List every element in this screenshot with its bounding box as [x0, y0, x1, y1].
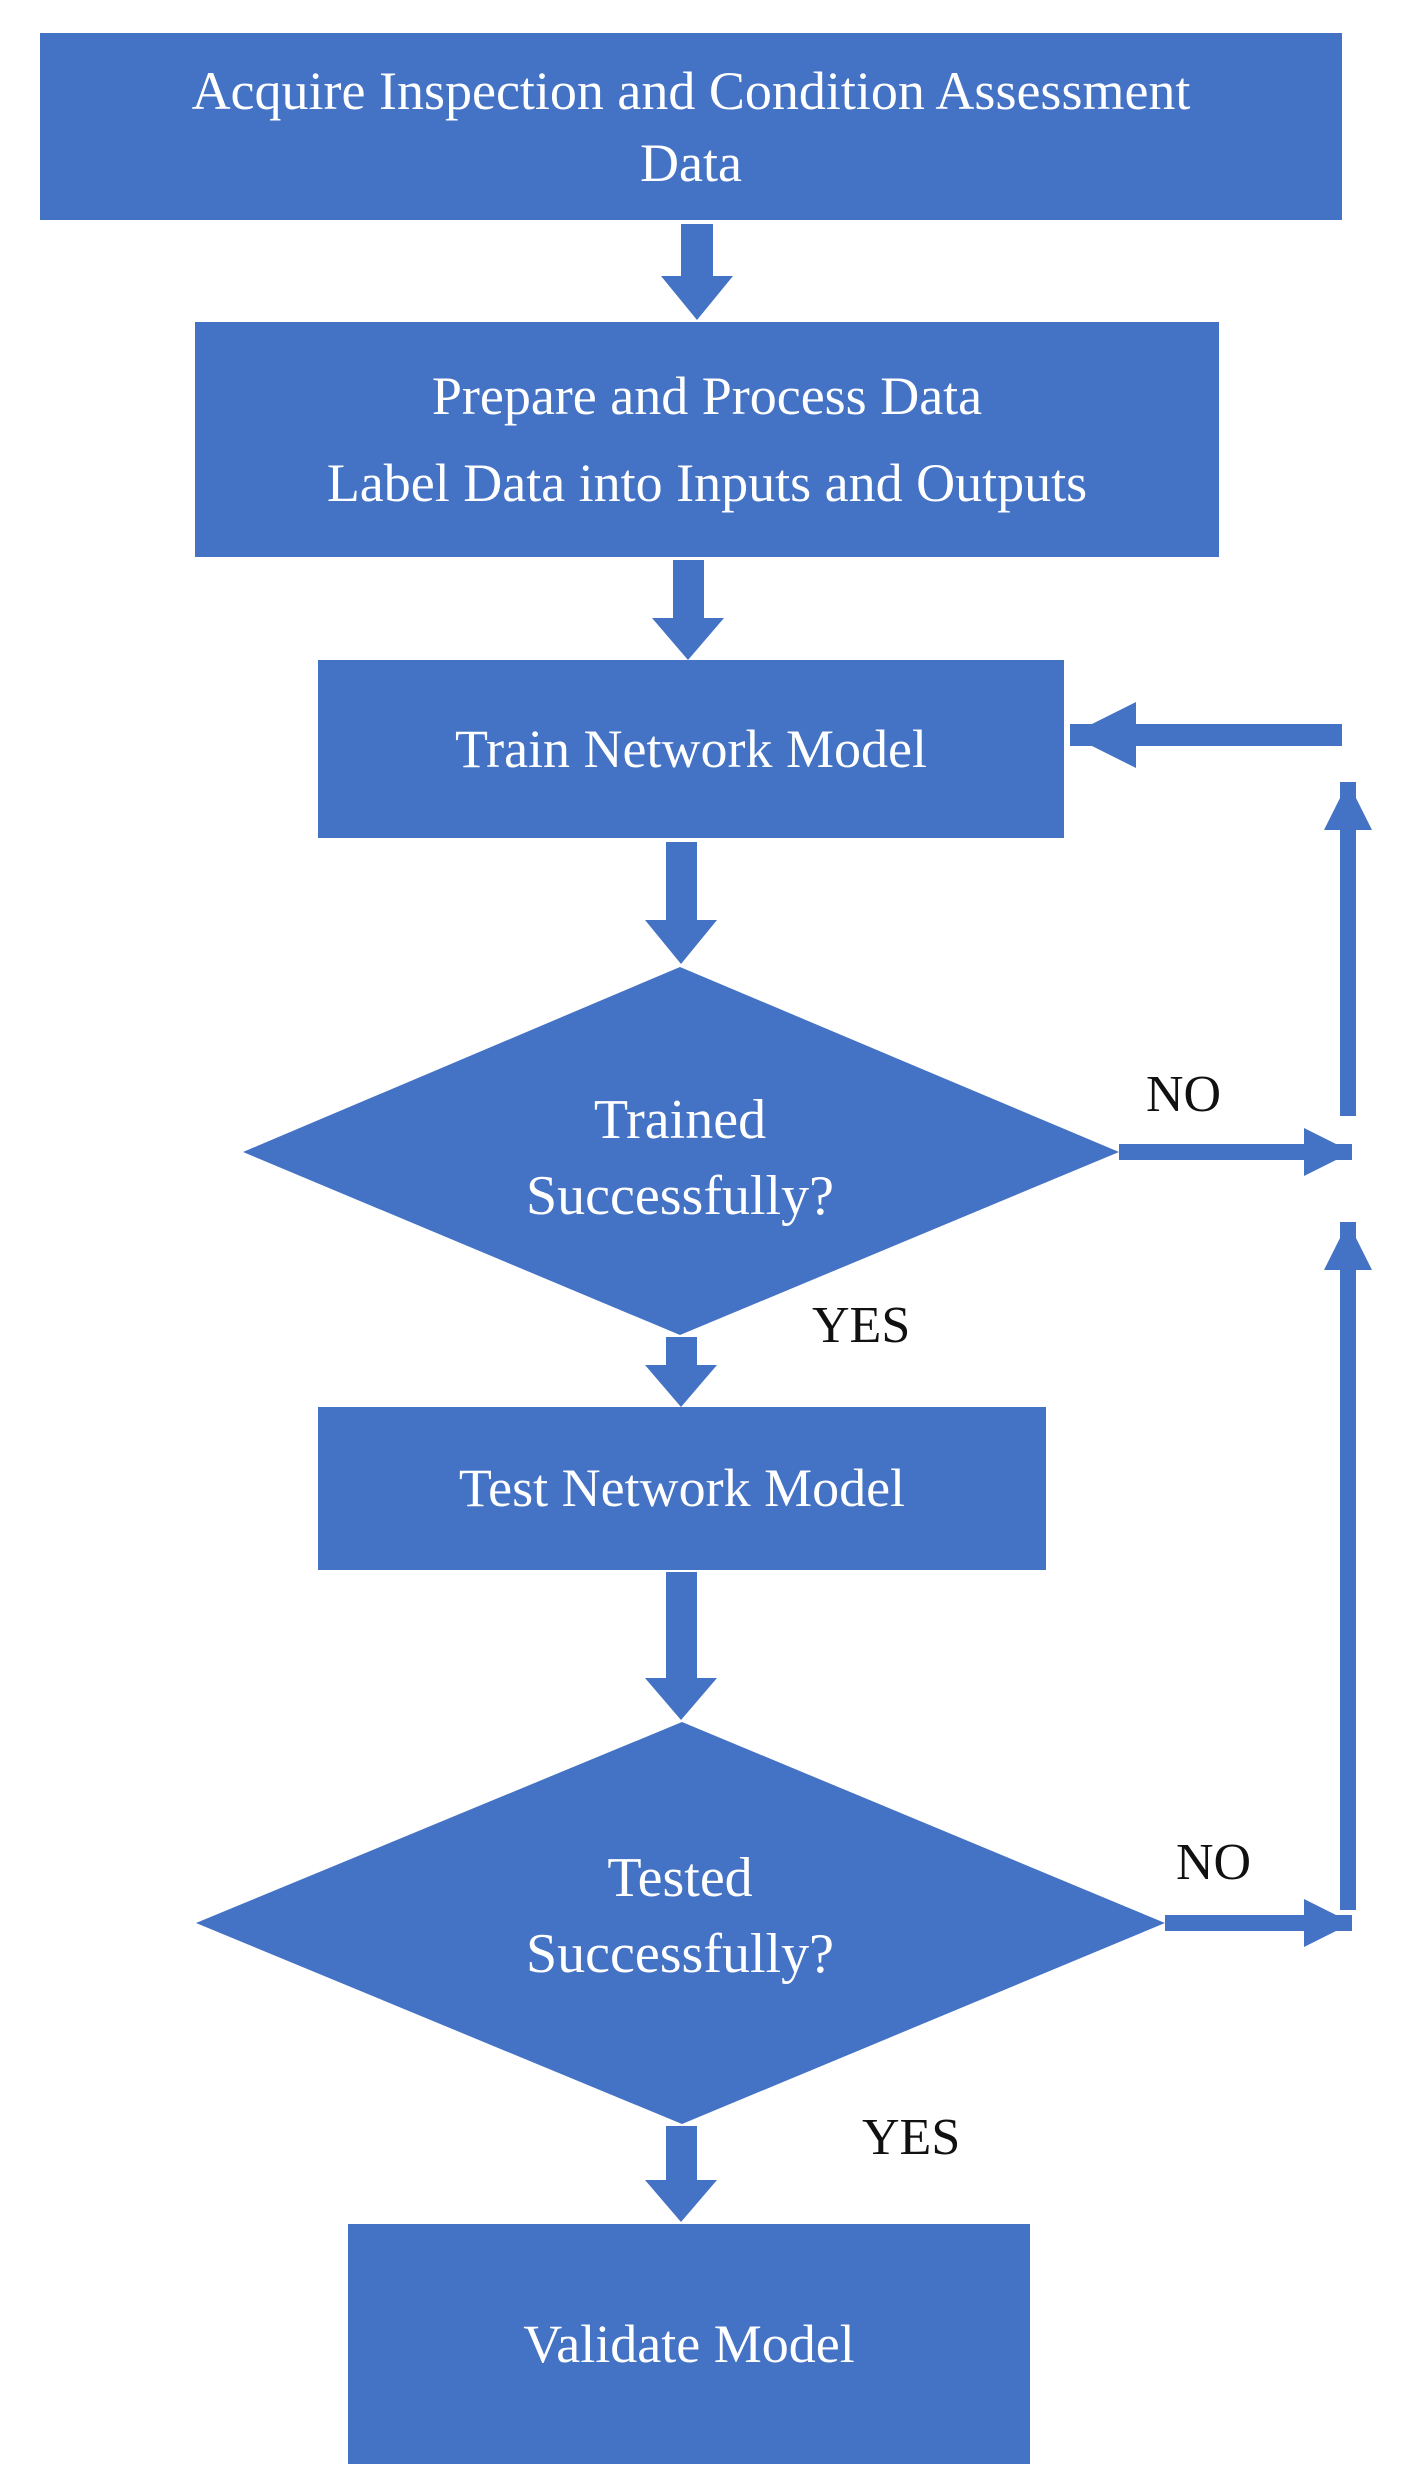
step-prepare-line2: Label Data into Inputs and Outputs	[326, 452, 1088, 513]
step-validate-model: Validate Model	[348, 2224, 1030, 2464]
step-prepare-data: Prepare and Process Data Label Data into…	[195, 322, 1219, 557]
decision-tested-diamond	[196, 1722, 1165, 2124]
decision-tested-label: Tested Successfully?	[380, 1840, 980, 1992]
arrow-acquire-to-prepare	[661, 224, 733, 320]
decision-trained-line2: Successfully?	[526, 1165, 834, 1227]
tested-no-label: NO	[1176, 1834, 1252, 1891]
step-test-model: Test Network Model	[318, 1407, 1046, 1570]
decision-trained-line1: Trained	[593, 1089, 767, 1151]
arrow-test-to-tested	[645, 1572, 717, 1720]
decision-trained-label: Trained Successfully?	[380, 1082, 980, 1234]
arrow-tested-to-validate	[645, 2126, 717, 2222]
trained-no-label: NO	[1146, 1066, 1222, 1123]
decision-tested-line1: Tested	[607, 1847, 753, 1909]
step-acquire-data: Acquire Inspection and Condition Assessm…	[40, 33, 1342, 220]
step-acquire-line2: Data	[640, 132, 742, 193]
trained-yes-label: YES	[812, 1297, 911, 1354]
decision-tested-line2: Successfully?	[526, 1923, 834, 1985]
arrow-train-to-trained	[645, 842, 717, 964]
step-acquire-line1: Acquire Inspection and Condition Assessm…	[191, 60, 1191, 121]
arrow-trained-to-test	[645, 1337, 717, 1407]
step-prepare-line1: Prepare and Process Data	[431, 365, 983, 426]
step-test-label: Test Network Model	[458, 1458, 906, 1519]
step-validate-label: Validate Model	[523, 2313, 855, 2374]
step-train-label: Train Network Model	[455, 718, 927, 779]
tested-yes-label: YES	[862, 2109, 961, 2166]
decision-trained-diamond	[243, 967, 1119, 1335]
arrow-prepare-to-train	[652, 560, 724, 660]
step-train-model: Train Network Model	[318, 660, 1064, 838]
